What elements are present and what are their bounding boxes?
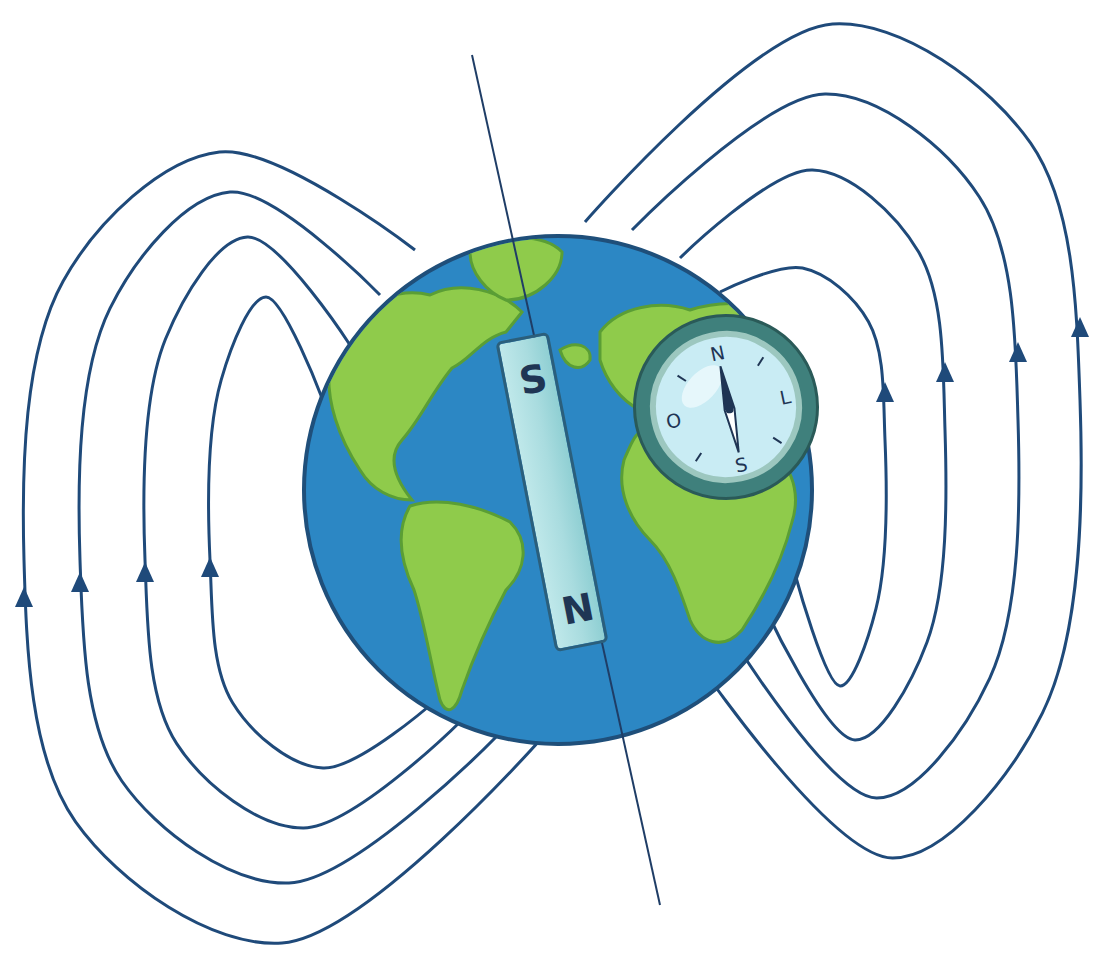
field-arrow xyxy=(71,572,89,592)
field-line xyxy=(585,24,1081,858)
field-arrow xyxy=(1009,342,1027,362)
compass: NOSL xyxy=(616,297,837,518)
bar-magnet: SN xyxy=(495,332,608,652)
compass-needle xyxy=(619,299,840,520)
field-arrow xyxy=(136,562,154,582)
pole-label: S xyxy=(516,358,550,401)
field-arrow xyxy=(201,557,219,577)
field-arrow xyxy=(876,382,894,402)
field-lines xyxy=(15,24,1089,943)
rotation-axis xyxy=(472,55,660,905)
pole-label: N xyxy=(559,587,597,630)
field-arrow xyxy=(936,362,954,382)
field-arrow xyxy=(1071,317,1089,337)
field-arrow xyxy=(15,587,33,607)
